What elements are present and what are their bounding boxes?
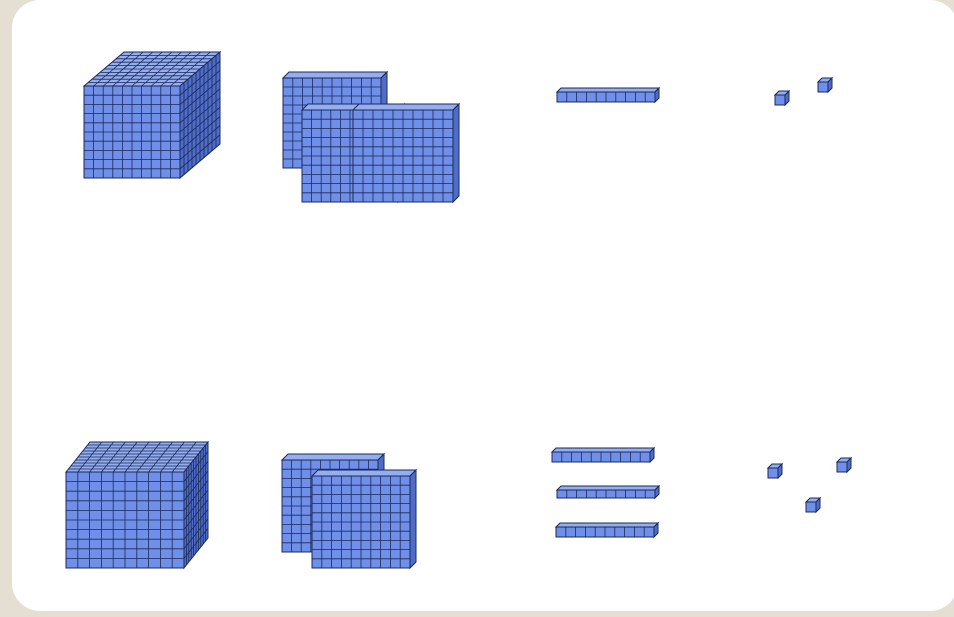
top-row-unit-cube-1	[775, 91, 789, 105]
bottom-row-unit-cube-3	[806, 498, 820, 512]
top-row-ten-rod-1	[557, 88, 659, 102]
top-row-unit-cube-2	[818, 78, 832, 92]
top-row-hundred-flat-3	[353, 104, 459, 202]
bottom-row-unit-cube-2	[837, 458, 851, 472]
bottom-row-ten-rod-1	[552, 448, 654, 462]
bottom-row-hundred-flat-2	[312, 470, 416, 568]
bottom-row-ten-rod-3	[556, 523, 658, 537]
bottom-row-thousand-cube	[66, 442, 208, 568]
bottom-row-ten-rod-2	[557, 486, 659, 498]
top-row-thousand-cube	[84, 52, 220, 178]
bottom-row-unit-cube-1	[768, 464, 782, 478]
